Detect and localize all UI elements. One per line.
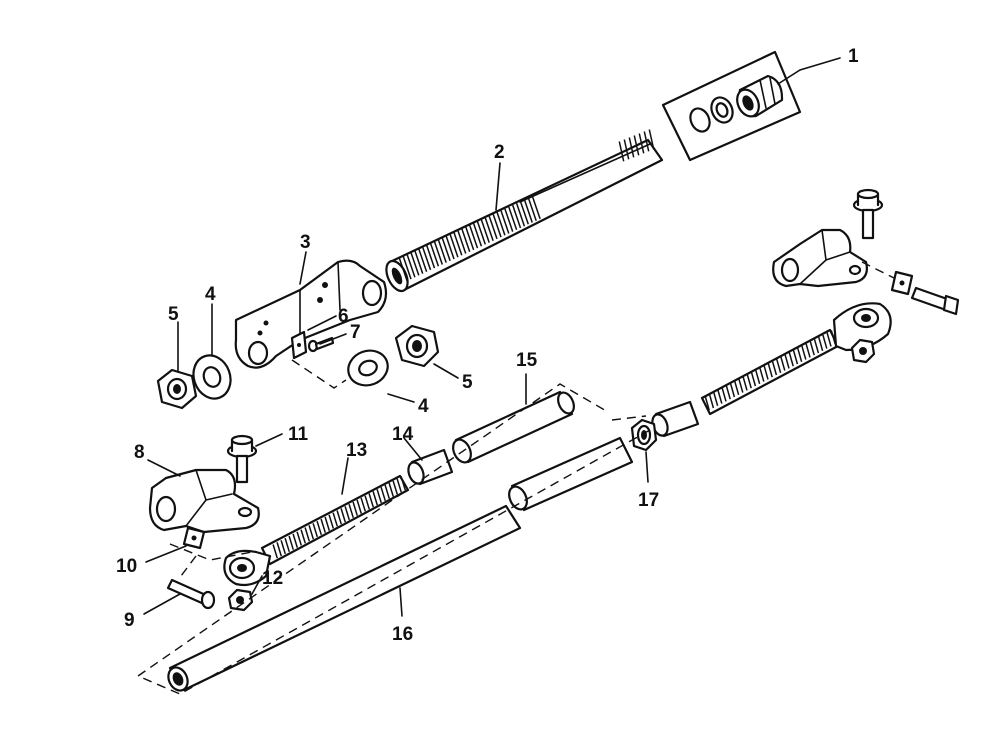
part-8-left-clamp (148, 468, 260, 534)
callout-15: 15 (516, 350, 538, 371)
part-16-long-tube (167, 436, 634, 692)
callout-16: 16 (392, 624, 413, 645)
leader-lines (143, 57, 841, 617)
callout-1: 1 (848, 46, 859, 67)
part-4-washer-right (347, 349, 389, 387)
callout-8: 8 (134, 442, 145, 463)
callout-10: 10 (116, 556, 137, 577)
part-14-spacer-right (651, 400, 700, 438)
right-link-rod (700, 302, 892, 416)
callout-11: 11 (288, 424, 309, 445)
right-flange-bolt (852, 188, 884, 240)
part-9-bolt (166, 578, 216, 610)
right-bolt (910, 286, 960, 316)
callout-13: 13 (346, 440, 367, 461)
part-15-tube (452, 390, 575, 464)
part-12-lock-nut (227, 588, 254, 612)
callout-3: 3 (300, 232, 311, 253)
callout-4-lower: 4 (418, 396, 429, 417)
part-13-link-rod (223, 474, 410, 587)
callout-4-upper: 4 (205, 284, 216, 305)
part-14-spacer-left (407, 448, 454, 486)
part-1-nut-kit (661, 50, 802, 162)
right-lock-nut (850, 338, 876, 364)
right-clamp (772, 228, 868, 288)
callout-17: 17 (638, 490, 659, 511)
part-10-square-washer (182, 526, 206, 550)
part-11-flange-bolt (226, 434, 258, 484)
callout-6: 6 (338, 306, 349, 327)
callout-2: 2 (494, 142, 505, 163)
callout-7: 7 (350, 322, 361, 343)
part-4-washer-left (192, 354, 232, 400)
part-17-jam-nut (630, 418, 658, 452)
callout-14: 14 (392, 424, 414, 445)
callout-5-left: 5 (168, 304, 179, 325)
callout-9: 9 (124, 610, 135, 631)
part-5-nut-right (394, 324, 440, 368)
part-3-bracket (234, 259, 388, 369)
part-6-clip (290, 330, 308, 360)
callout-12: 12 (262, 568, 283, 589)
callout-5-right: 5 (462, 372, 473, 393)
part-5-nut-left (156, 368, 198, 410)
part-2-tilt-tube (385, 129, 664, 293)
right-square-washer (890, 270, 914, 296)
